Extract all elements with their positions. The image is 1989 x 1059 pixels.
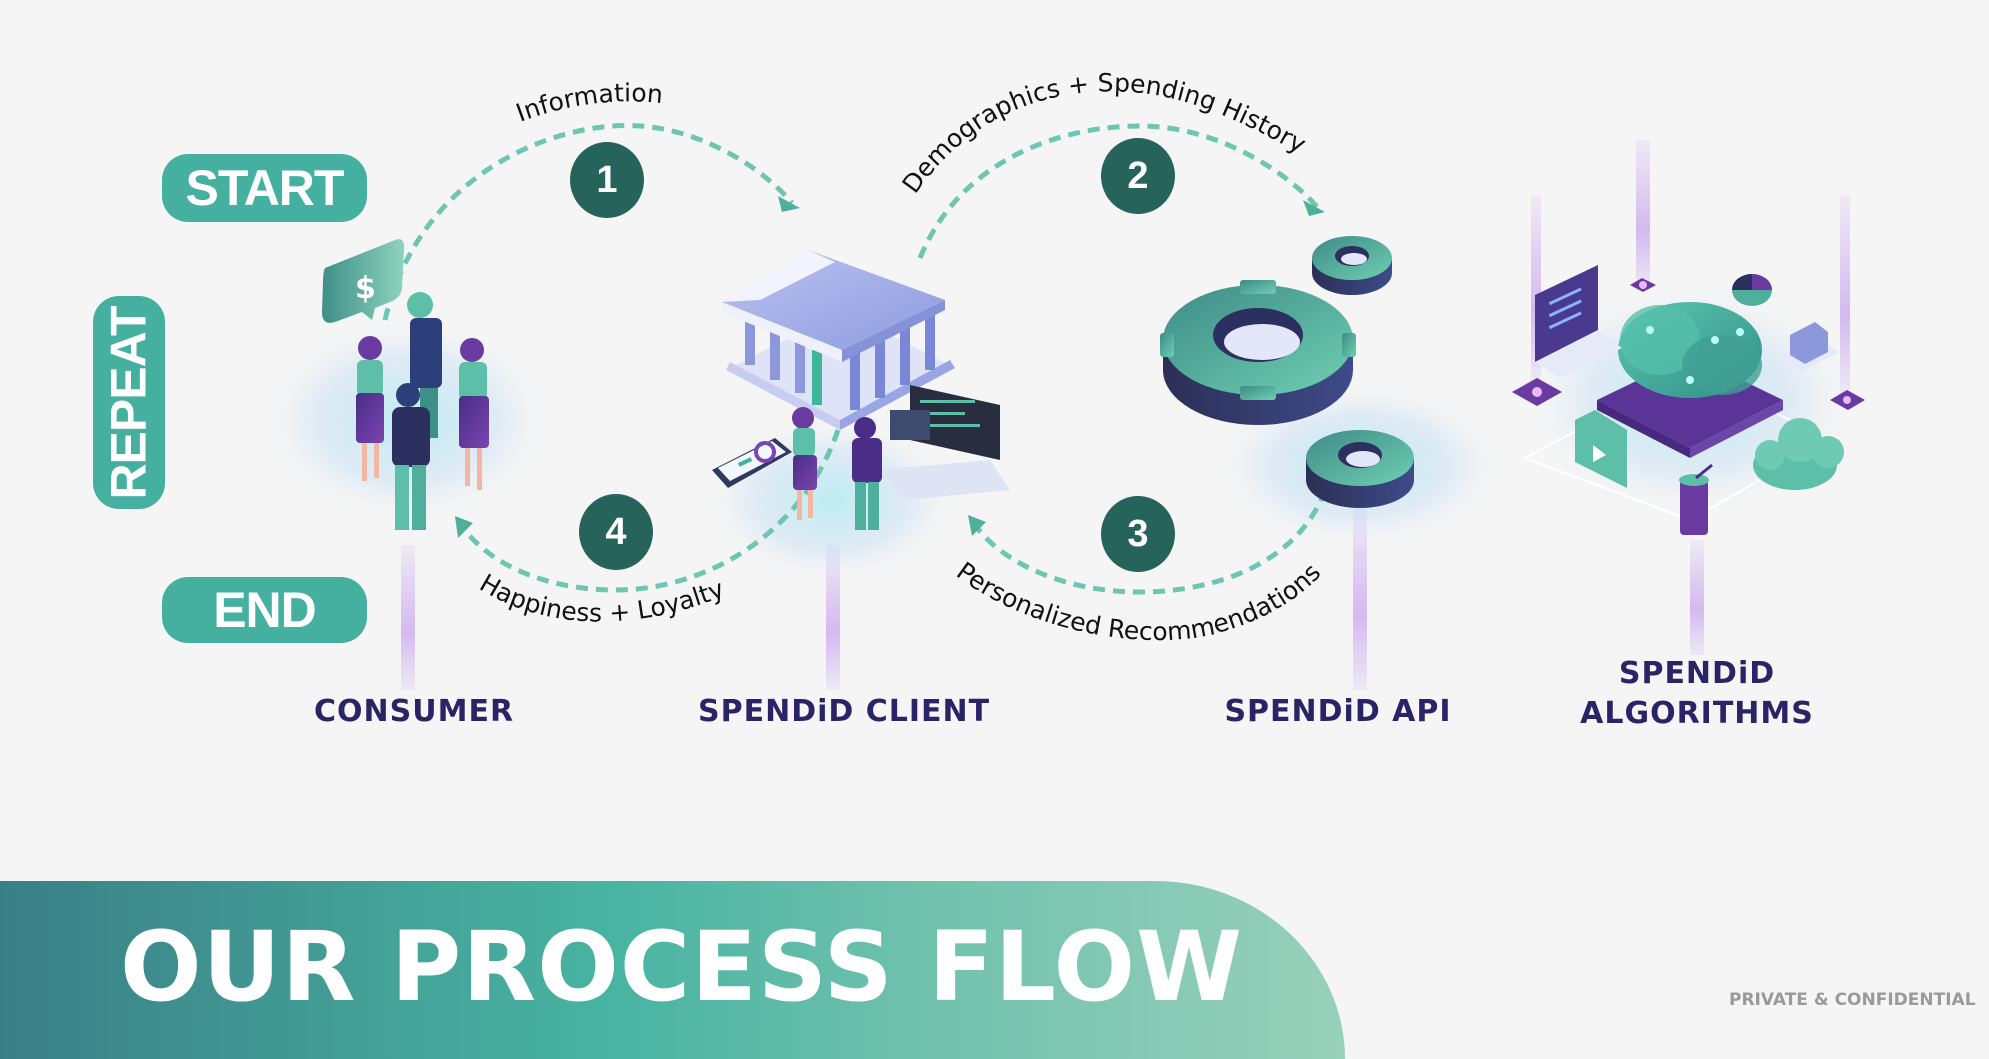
drink-cup-icon: [1679, 463, 1713, 535]
svg-text:$: $: [355, 271, 376, 306]
algorithms-beam-top: [1636, 140, 1650, 290]
step-3-badge: 3: [1101, 496, 1175, 572]
person-woman-left: [356, 336, 384, 481]
node-label-api: SPENDiD API: [1224, 694, 1452, 729]
step-4-label: Happiness + Loyalty: [475, 568, 728, 627]
end-label: END: [213, 582, 317, 638]
phone-icon: [712, 438, 792, 488]
end-marker: END: [162, 577, 367, 643]
node-label-algorithms-line1: SPENDiD: [1618, 656, 1776, 691]
step-1-badge: 1: [570, 142, 644, 218]
store-tablet-icon: [1775, 322, 1840, 372]
cloud-icon: [1753, 418, 1844, 490]
consumer-illustration: $: [322, 239, 489, 530]
person-woman-right: [459, 338, 489, 490]
start-marker: START: [162, 154, 367, 222]
arc-step-3: [972, 489, 1328, 595]
node-label-algorithms-line2: ALGORITHMS: [1580, 696, 1814, 731]
node-pad-left: [1512, 378, 1562, 406]
dollar-speech-bubble-icon: $: [322, 239, 405, 323]
algorithms-beam-left: [1531, 195, 1541, 385]
video-play-icon: [1575, 410, 1627, 488]
arc-step-2: [917, 123, 1320, 259]
gear-large-icon: [1160, 280, 1356, 425]
confidentiality-notice: PRIVATE & CONFIDENTIAL: [1729, 990, 1976, 1010]
api-beam: [1353, 505, 1367, 690]
laptop-icon: [1535, 265, 1622, 378]
step-1-label-path: Information: [512, 78, 664, 127]
step-2-badge: 2: [1101, 138, 1175, 214]
arrowhead-1: [778, 196, 800, 212]
step-4-number: 4: [605, 510, 627, 553]
laptop-code-icon: [880, 385, 1010, 500]
arc-step-1: [382, 123, 794, 321]
step-4-badge: 4: [579, 494, 653, 570]
node-label-consumer: CONSUMER: [314, 694, 515, 729]
handshake-people-icon: [792, 407, 882, 530]
step-1-label: Information: [512, 78, 664, 127]
bank-building-icon: [722, 250, 955, 430]
page-title: OUR PROCESS FLOW: [120, 911, 1244, 1023]
arrowhead-2: [1303, 200, 1325, 216]
title-banner: [0, 881, 1345, 1059]
repeat-marker: REPEAT: [93, 296, 165, 509]
consumer-beam: [401, 545, 415, 690]
arc-step-4: [459, 429, 841, 593]
gear-small-top-icon: [1312, 236, 1392, 295]
step-3-number: 3: [1127, 512, 1149, 555]
node-label-client: SPENDiD CLIENT: [698, 694, 991, 729]
step-4-label-path: Happiness + Loyalty: [475, 568, 728, 627]
node-pad-right: [1830, 390, 1865, 410]
brain-icon: [1618, 302, 1762, 398]
client-illustration: [712, 250, 1010, 530]
node-pad-top: [1630, 278, 1656, 292]
algorithms-beam-right: [1840, 195, 1850, 395]
algorithms-illustration: [1512, 265, 1865, 535]
person-man-front: [392, 383, 430, 530]
algorithms-beam-bottom: [1690, 540, 1704, 655]
arrowhead-4: [455, 516, 473, 538]
step-1-number: 1: [596, 158, 618, 201]
arrowhead-3: [968, 515, 986, 536]
gear-small-bottom-icon: [1306, 430, 1414, 508]
api-illustration: [1160, 236, 1414, 508]
step-2-number: 2: [1127, 154, 1149, 197]
start-label: START: [185, 160, 345, 216]
pie-chart-icon: [1732, 274, 1772, 306]
